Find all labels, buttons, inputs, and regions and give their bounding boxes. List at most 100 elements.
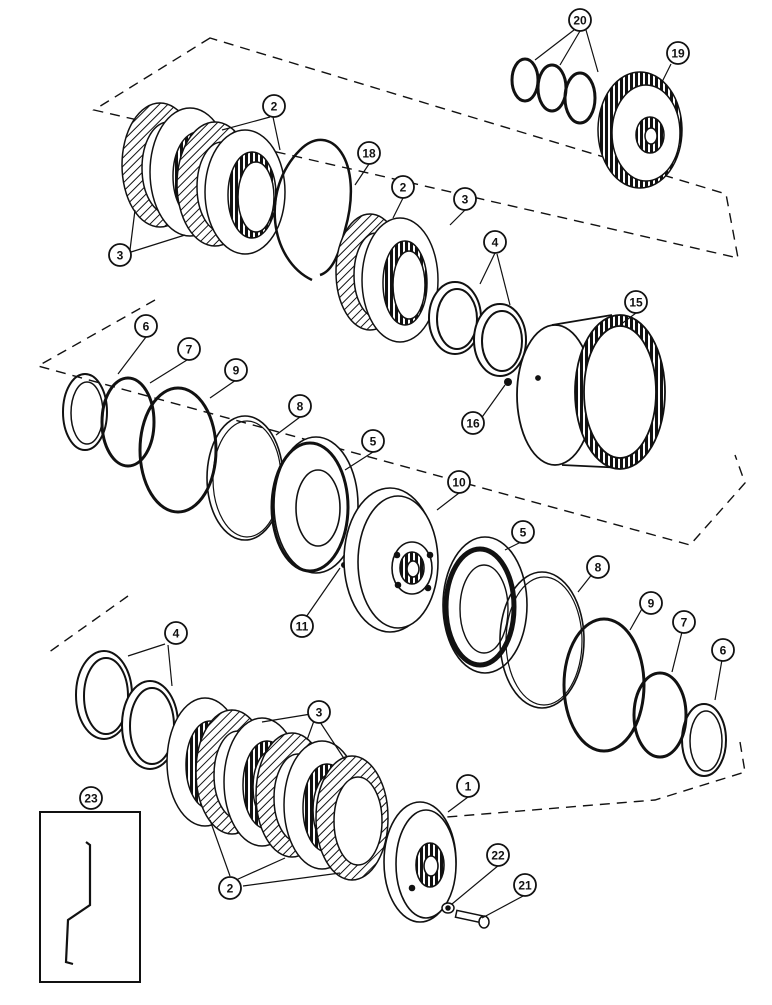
callout-number: 3	[316, 706, 323, 720]
callout-c9b: 9	[639, 591, 663, 615]
callout-c10: 10	[447, 470, 471, 494]
callout-c5a: 5	[361, 429, 385, 453]
part-16-ball	[504, 378, 512, 386]
callout-c3b: 3	[453, 187, 477, 211]
callout-circle	[513, 873, 537, 897]
part-4-washers-top	[428, 281, 527, 377]
part-10-hub	[343, 487, 439, 633]
right-rings	[499, 571, 727, 777]
callout-c1: 1	[456, 774, 480, 798]
callout-number: 4	[173, 627, 180, 641]
callout-number: 9	[233, 364, 240, 378]
callout-c16: 16	[461, 411, 485, 435]
callout-circle	[511, 520, 535, 544]
callout-number: 20	[573, 14, 587, 28]
callout-c5b: 5	[511, 520, 535, 544]
callout-c2a: 2	[262, 94, 286, 118]
callout-c3a: 3	[108, 243, 132, 267]
callout-c9a: 9	[224, 358, 248, 382]
callout-c6a: 6	[134, 314, 158, 338]
callout-circle	[307, 700, 331, 724]
callout-c4b: 4	[164, 621, 188, 645]
group-outline-bottom	[44, 595, 746, 821]
callout-number: 6	[143, 320, 150, 334]
callout-number: 5	[520, 526, 527, 540]
callout-number: 18	[362, 147, 376, 161]
callout-circle	[288, 394, 312, 418]
callout-c23: 23	[79, 786, 103, 810]
callout-c22: 22	[486, 843, 510, 867]
callout-circle	[79, 786, 103, 810]
callout-number: 2	[271, 100, 278, 114]
callout-number: 8	[297, 400, 304, 414]
part-20-rings	[510, 57, 597, 125]
callout-number: 23	[84, 792, 98, 806]
callout-number: 2	[400, 181, 407, 195]
part-22-washer	[441, 902, 455, 914]
part-23-inset	[39, 811, 141, 983]
callout-circle	[134, 314, 158, 338]
callout-c2c: 2	[218, 876, 242, 900]
callout-number: 7	[681, 616, 688, 630]
callout-number: 16	[466, 417, 480, 431]
callout-c2b: 2	[391, 175, 415, 199]
callout-circle	[447, 470, 471, 494]
group-outline-top	[92, 37, 739, 259]
callout-c20: 20	[568, 8, 592, 32]
callout-circle	[224, 358, 248, 382]
callout-circle	[711, 638, 735, 662]
callout-circle	[461, 411, 485, 435]
callout-c19: 19	[666, 41, 690, 65]
callout-circle	[639, 591, 663, 615]
callout-c21: 21	[513, 873, 537, 897]
callout-c8b: 8	[586, 555, 610, 579]
callout-number: 10	[452, 476, 466, 490]
part-5-piston-right	[442, 536, 528, 674]
callout-c3c: 3	[307, 700, 331, 724]
callout-number: 11	[296, 620, 309, 634]
callout-number: 5	[370, 435, 377, 449]
callout-circle	[456, 774, 480, 798]
callout-number: 3	[117, 249, 124, 263]
callout-circle	[164, 621, 188, 645]
callout-circle	[290, 614, 314, 638]
middle-rings	[62, 373, 284, 541]
group-outline-middle	[36, 299, 746, 546]
callout-number: 8	[595, 561, 602, 575]
callout-circle	[568, 8, 592, 32]
callout-c18: 18	[357, 141, 381, 165]
callout-c7a: 7	[177, 337, 201, 361]
callout-circle	[483, 230, 507, 254]
callout-number: 7	[186, 343, 193, 357]
part-19-hub	[597, 71, 683, 189]
callout-c11: 11	[290, 614, 314, 638]
callout-c8a: 8	[288, 394, 312, 418]
callout-number: 19	[671, 47, 685, 61]
callout-circle	[624, 290, 648, 314]
callout-circle	[177, 337, 201, 361]
callout-circle	[391, 175, 415, 199]
callout-circle	[218, 876, 242, 900]
part-2-3-bottom-pack	[166, 697, 389, 881]
callout-circle	[361, 429, 385, 453]
callout-number: 22	[491, 849, 505, 863]
part-5-piston-left	[270, 436, 359, 574]
callout-circle	[108, 243, 132, 267]
callout-c6b: 6	[711, 638, 735, 662]
callout-circle	[262, 94, 286, 118]
callout-c4a: 4	[483, 230, 507, 254]
callout-number: 3	[462, 193, 469, 207]
callout-circle	[453, 187, 477, 211]
callout-circle	[357, 141, 381, 165]
callout-number: 2	[227, 882, 234, 896]
callout-number: 6	[720, 644, 727, 658]
callout-c15: 15	[624, 290, 648, 314]
callout-number: 1	[465, 780, 472, 794]
callout-c7b: 7	[672, 610, 696, 634]
part-4-washers-bottom	[75, 650, 179, 770]
callout-circle	[486, 843, 510, 867]
callout-circle	[586, 555, 610, 579]
callout-number: 4	[492, 236, 499, 250]
